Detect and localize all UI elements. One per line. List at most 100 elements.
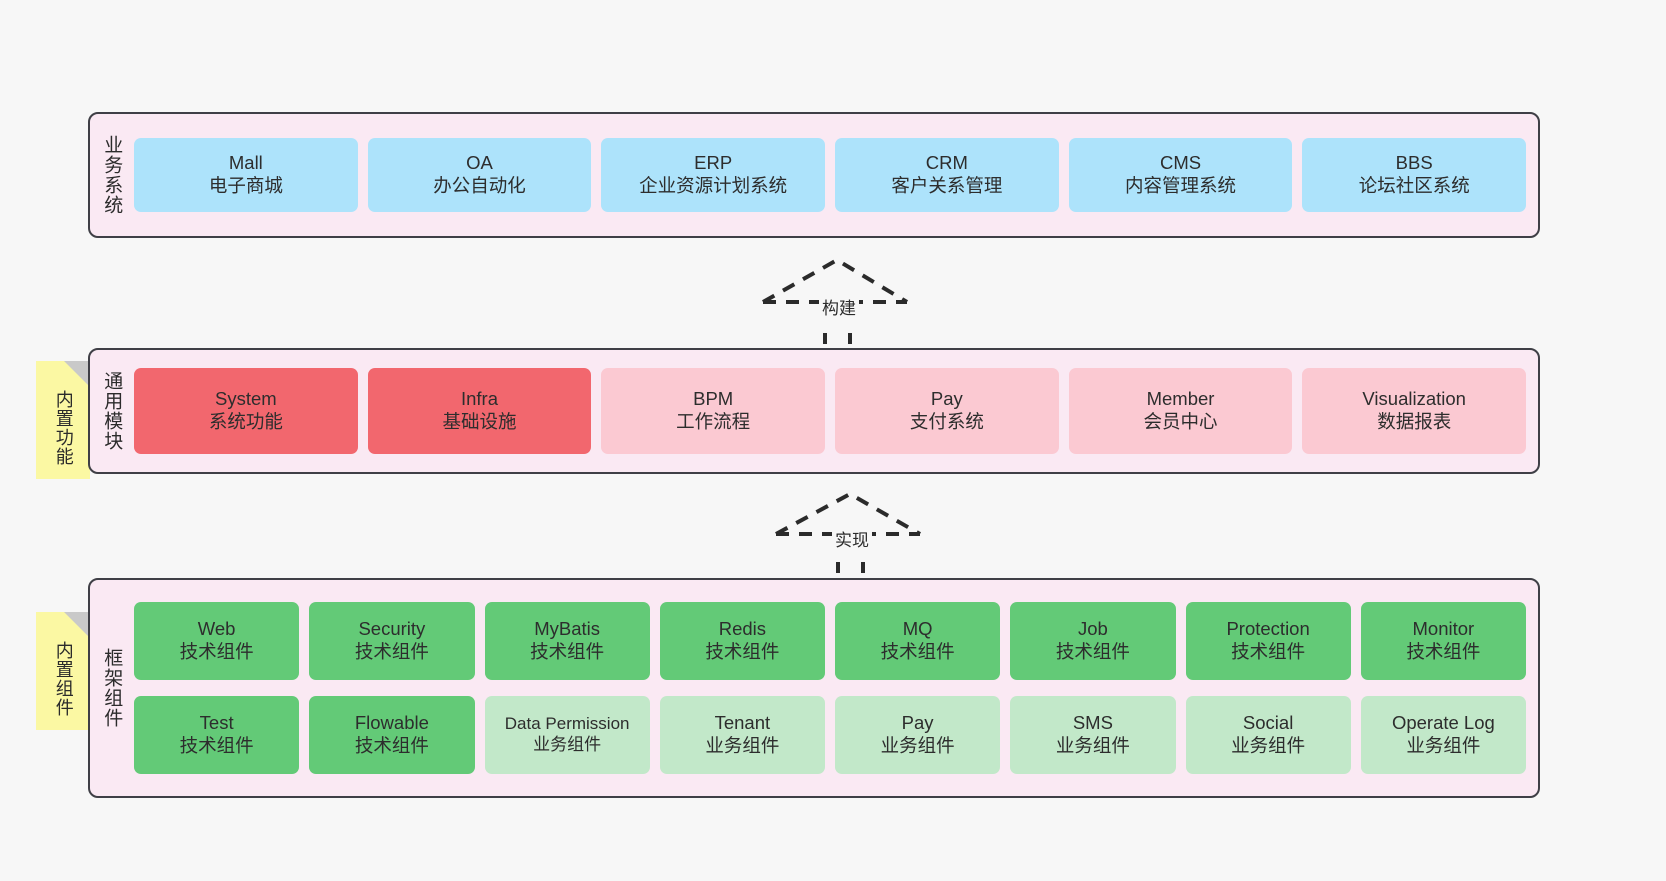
card-title: Flowable (354, 712, 429, 734)
card-title: System (214, 388, 277, 410)
card-title: Operate Log (1391, 712, 1495, 734)
card-subtitle: 企业资源计划系统 (639, 175, 788, 196)
card-test[interactable]: Test 技术组件 (134, 696, 300, 774)
layer-framework-component: 框架组件 Web 技术组件 Security 技术组件 MyBatis 技术组件… (88, 578, 1540, 798)
card-title: CMS (1159, 152, 1202, 174)
card-bbs[interactable]: BBS 论坛社区系统 (1302, 138, 1527, 212)
card-title: Social (1242, 712, 1294, 734)
card-oa[interactable]: OA 办公自动化 (367, 138, 592, 212)
card-title: Member (1146, 388, 1215, 410)
layer-title-business-system: 业务系统 (101, 135, 123, 215)
card-system[interactable]: System 系统功能 (134, 368, 358, 454)
card-subtitle: 技术组件 (179, 641, 254, 662)
card-protection[interactable]: Protection 技术组件 (1185, 602, 1351, 680)
card-subtitle: 技术组件 (354, 735, 429, 756)
card-sms[interactable]: SMS 业务组件 (1010, 696, 1176, 774)
card-bpm[interactable]: BPM 工作流程 (601, 368, 826, 454)
card-crm[interactable]: CRM 客户关系管理 (835, 138, 1059, 212)
card-subtitle: 业务组件 (880, 735, 955, 756)
card-subtitle: 技术组件 (354, 641, 429, 662)
layer-title-common-module: 通用模块 (101, 371, 123, 451)
framework-row-business: Test 技术组件 Flowable 技术组件 Data Permission … (134, 696, 1526, 774)
sticky-note-label: 内置组件 (53, 641, 74, 717)
layer-common-module: 通用模块 System 系统功能 Infra 基础设施 BPM 工作流程 Pay… (88, 348, 1540, 474)
card-subtitle: 客户关系管理 (891, 175, 1003, 196)
build-arrow-icon (762, 257, 909, 350)
card-subtitle: 支付系统 (909, 411, 984, 432)
card-subtitle: 基础设施 (442, 411, 517, 432)
card-title: Protection (1226, 618, 1310, 640)
card-subtitle: 业务组件 (1406, 735, 1481, 756)
sticky-note-builtin-features: 内置功能 (36, 361, 90, 479)
framework-row-tech: Web 技术组件 Security 技术组件 MyBatis 技术组件 Redi… (134, 602, 1526, 680)
connector-build-label: 构建 (819, 294, 859, 319)
card-mall[interactable]: Mall 电子商城 (134, 138, 358, 212)
card-subtitle: 系统功能 (208, 411, 283, 432)
card-title: OA (466, 152, 493, 174)
card-subtitle: 业务组件 (1055, 735, 1130, 756)
card-title: Data Permission (504, 714, 630, 734)
card-data-permission[interactable]: Data Permission 业务组件 (484, 696, 650, 774)
card-title: CRM (925, 152, 968, 174)
layer-body-common-module: System 系统功能 Infra 基础设施 BPM 工作流程 Pay 支付系统… (132, 350, 1538, 472)
card-subtitle: 内容管理系统 (1125, 175, 1237, 196)
card-title: Visualization (1362, 388, 1466, 410)
card-title: Monitor (1412, 618, 1475, 640)
card-title: Mall (228, 152, 263, 174)
card-monitor[interactable]: Monitor 技术组件 (1360, 602, 1526, 680)
card-flowable[interactable]: Flowable 技术组件 (309, 696, 475, 774)
card-subtitle: 业务组件 (705, 735, 780, 756)
card-mq[interactable]: MQ 技术组件 (835, 602, 1001, 680)
card-subtitle: 技术组件 (179, 735, 254, 756)
card-cms[interactable]: CMS 内容管理系统 (1068, 138, 1293, 212)
card-title: MyBatis (534, 618, 601, 640)
implement-arrow-icon (775, 491, 921, 576)
card-mybatis[interactable]: MyBatis 技术组件 (484, 602, 650, 680)
card-title: Web (197, 618, 236, 640)
card-security[interactable]: Security 技术组件 (309, 602, 475, 680)
sticky-fold-corner (64, 361, 90, 387)
card-pay-module[interactable]: Pay 支付系统 (835, 368, 1059, 454)
card-title: Pay (901, 712, 934, 734)
card-title: Job (1077, 618, 1108, 640)
connector-implement: 实现 (768, 491, 928, 576)
sticky-note-label: 内置功能 (53, 390, 74, 466)
card-job[interactable]: Job 技术组件 (1010, 602, 1176, 680)
layer-business-system: 业务系统 Mall 电子商城 OA 办公自动化 ERP 企业资源计划系统 CRM… (88, 112, 1540, 238)
connector-implement-label: 实现 (832, 526, 872, 551)
layer-body-business-system: Mall 电子商城 OA 办公自动化 ERP 企业资源计划系统 CRM 客户关系… (132, 114, 1538, 236)
card-social[interactable]: Social 业务组件 (1185, 696, 1351, 774)
card-subtitle: 会员中心 (1143, 411, 1218, 432)
card-subtitle: 工作流程 (676, 411, 751, 432)
card-title: MQ (902, 618, 933, 640)
card-visualization[interactable]: Visualization 数据报表 (1302, 368, 1527, 454)
card-title: BPM (693, 388, 734, 410)
card-operate-log[interactable]: Operate Log 业务组件 (1360, 696, 1526, 774)
card-redis[interactable]: Redis 技术组件 (659, 602, 825, 680)
card-tenant[interactable]: Tenant 业务组件 (659, 696, 825, 774)
card-subtitle: 论坛社区系统 (1358, 175, 1470, 196)
card-title: SMS (1072, 712, 1113, 734)
card-subtitle: 技术组件 (1231, 641, 1306, 662)
card-title: ERP (694, 152, 733, 174)
card-subtitle: 办公自动化 (433, 175, 526, 196)
card-subtitle: 技术组件 (1055, 641, 1130, 662)
card-title: Security (358, 618, 426, 640)
layer-title-framework-component: 框架组件 (101, 648, 123, 728)
layer-body-framework-component: Web 技术组件 Security 技术组件 MyBatis 技术组件 Redi… (132, 580, 1538, 796)
connector-build: 构建 (755, 257, 915, 350)
card-web[interactable]: Web 技术组件 (134, 602, 300, 680)
card-member[interactable]: Member 会员中心 (1068, 368, 1293, 454)
card-pay-component[interactable]: Pay 业务组件 (835, 696, 1001, 774)
sticky-note-builtin-components: 内置组件 (36, 612, 90, 730)
card-title: Infra (460, 388, 499, 410)
card-title: Pay (930, 388, 963, 410)
card-title: BBS (1395, 152, 1433, 174)
card-erp[interactable]: ERP 企业资源计划系统 (601, 138, 826, 212)
card-subtitle: 技术组件 (705, 641, 780, 662)
card-infra[interactable]: Infra 基础设施 (367, 368, 592, 454)
card-subtitle: 电子商城 (208, 175, 283, 196)
card-title: Redis (718, 618, 767, 640)
sticky-fold-corner (64, 612, 90, 638)
